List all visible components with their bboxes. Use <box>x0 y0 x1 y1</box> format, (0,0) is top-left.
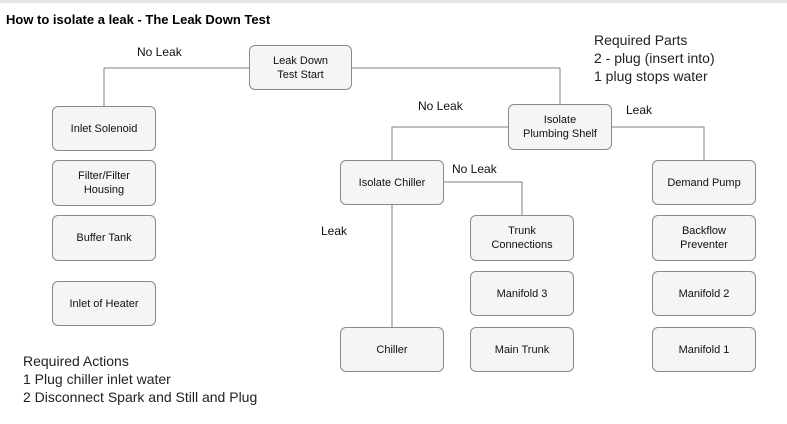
node-manifold-2: Manifold 2 <box>652 271 756 316</box>
connector-plumbing-to-demand-pump <box>612 126 705 160</box>
connector-start-to-plumbing-shelf <box>352 67 561 104</box>
node-filter-housing: Filter/Filter Housing <box>52 160 156 206</box>
edge-label-start-no-leak: No Leak <box>137 45 182 59</box>
top-border <box>0 0 787 3</box>
node-main-trunk: Main Trunk <box>470 327 574 372</box>
edge-label-plumbing-no-leak: No Leak <box>418 99 463 113</box>
node-leak-down-test-start: Leak Down Test Start <box>249 45 352 90</box>
node-inlet-of-heater: Inlet of Heater <box>52 281 156 326</box>
node-isolate-chiller: Isolate Chiller <box>340 160 444 205</box>
node-backflow-preventer: Backflow Preventer <box>652 215 756 261</box>
node-chiller: Chiller <box>340 327 444 372</box>
node-buffer-tank: Buffer Tank <box>52 215 156 261</box>
required-parts-heading: Required Parts <box>594 32 688 48</box>
node-manifold-3: Manifold 3 <box>470 271 574 316</box>
required-parts-line-1: 2 - plug (insert into) <box>594 50 715 66</box>
connector-start-to-inlet-solenoid <box>103 67 249 106</box>
node-demand-pump: Demand Pump <box>652 160 756 205</box>
required-actions-line-2: 2 Disconnect Spark and Still and Plug <box>23 389 258 405</box>
node-inlet-solenoid: Inlet Solenoid <box>52 106 156 151</box>
node-manifold-1: Manifold 1 <box>652 327 756 372</box>
connector-plumbing-to-isolate-chiller <box>391 126 508 160</box>
node-isolate-plumbing-shelf: Isolate Plumbing Shelf <box>508 104 612 150</box>
edge-label-chiller-leak: Leak <box>321 224 348 238</box>
required-actions-line-1: 1 Plug chiller inlet water <box>23 371 171 387</box>
required-actions-heading: Required Actions <box>23 353 129 369</box>
node-trunk-connections: Trunk Connections <box>470 215 574 261</box>
diagram-title: How to isolate a leak - The Leak Down Te… <box>6 12 271 27</box>
edge-label-chiller-no-leak: No Leak <box>452 162 497 176</box>
connector-chiller-to-trunk <box>444 181 523 215</box>
required-parts-line-2: 1 plug stops water <box>594 68 708 84</box>
edge-label-plumbing-leak: Leak <box>626 103 653 117</box>
